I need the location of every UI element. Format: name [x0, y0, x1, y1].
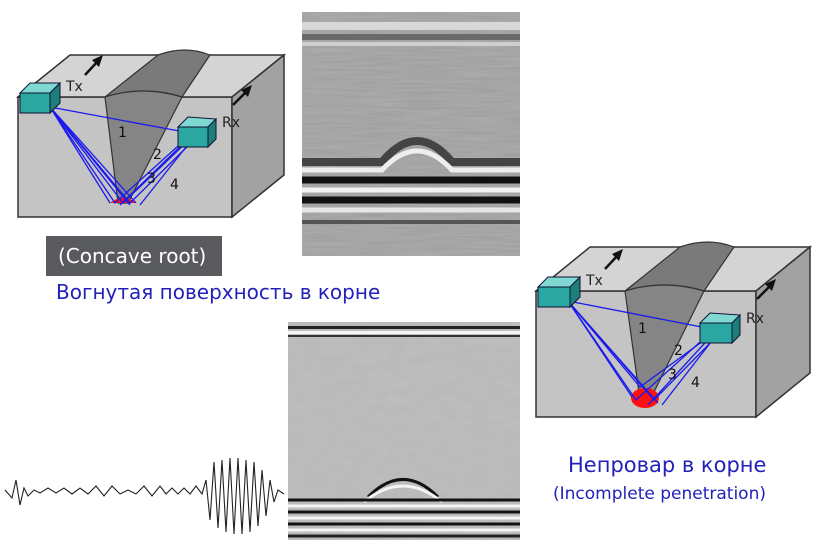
scan-direction-arrow-rx — [756, 279, 776, 300]
tx-label: Tx — [65, 79, 83, 95]
tofd-scan-concave-root — [302, 12, 520, 256]
path-label-2: 2 — [153, 147, 162, 163]
path-label-3: 3 — [668, 367, 677, 383]
a-scan-waveform — [4, 457, 285, 535]
path-label-2: 2 — [674, 343, 683, 359]
ultrasonic-ray-paths — [567, 300, 719, 406]
tx-transducer — [18, 81, 62, 115]
incomplete-penetration-caption-en: (Incomplete penetration) — [553, 484, 766, 504]
path-label-1: 1 — [638, 321, 647, 337]
incomplete-penetration-defect — [631, 388, 659, 408]
scan-direction-arrow-rx — [232, 85, 252, 106]
tx-label: Tx — [585, 273, 603, 289]
tofd-scan-incomplete-penetration — [288, 322, 520, 540]
path-label-1: 1 — [118, 125, 127, 141]
tx-transducer — [536, 275, 582, 309]
concave-root-diagram: Tx Rx 1 2 3 4 — [15, 49, 287, 219]
path-label-4: 4 — [691, 375, 700, 391]
rx-label: Rx — [222, 115, 240, 131]
rx-label: Rx — [746, 311, 764, 327]
concave-root-caption-ru: Вогнутая поверхность в корне — [56, 280, 381, 304]
path-label-3: 3 — [147, 171, 156, 187]
ultrasonic-ray-paths — [49, 106, 196, 206]
scan-direction-arrow-tx — [604, 249, 623, 270]
incomplete-penetration-caption-ru: Непровар в корне — [568, 453, 767, 477]
concave-root-label: (Concave root) — [46, 236, 222, 276]
weld-cross-section — [104, 90, 183, 204]
block-side-face — [755, 245, 811, 419]
rx-transducer — [176, 116, 218, 149]
path-label-4: 4 — [170, 177, 179, 193]
rx-transducer — [698, 312, 742, 345]
block-side-face — [231, 53, 285, 219]
weld-cross-section — [624, 284, 705, 401]
scan-direction-arrow-tx — [84, 55, 103, 76]
incomplete-penetration-diagram: Tx Rx 1 2 3 4 — [533, 241, 813, 419]
